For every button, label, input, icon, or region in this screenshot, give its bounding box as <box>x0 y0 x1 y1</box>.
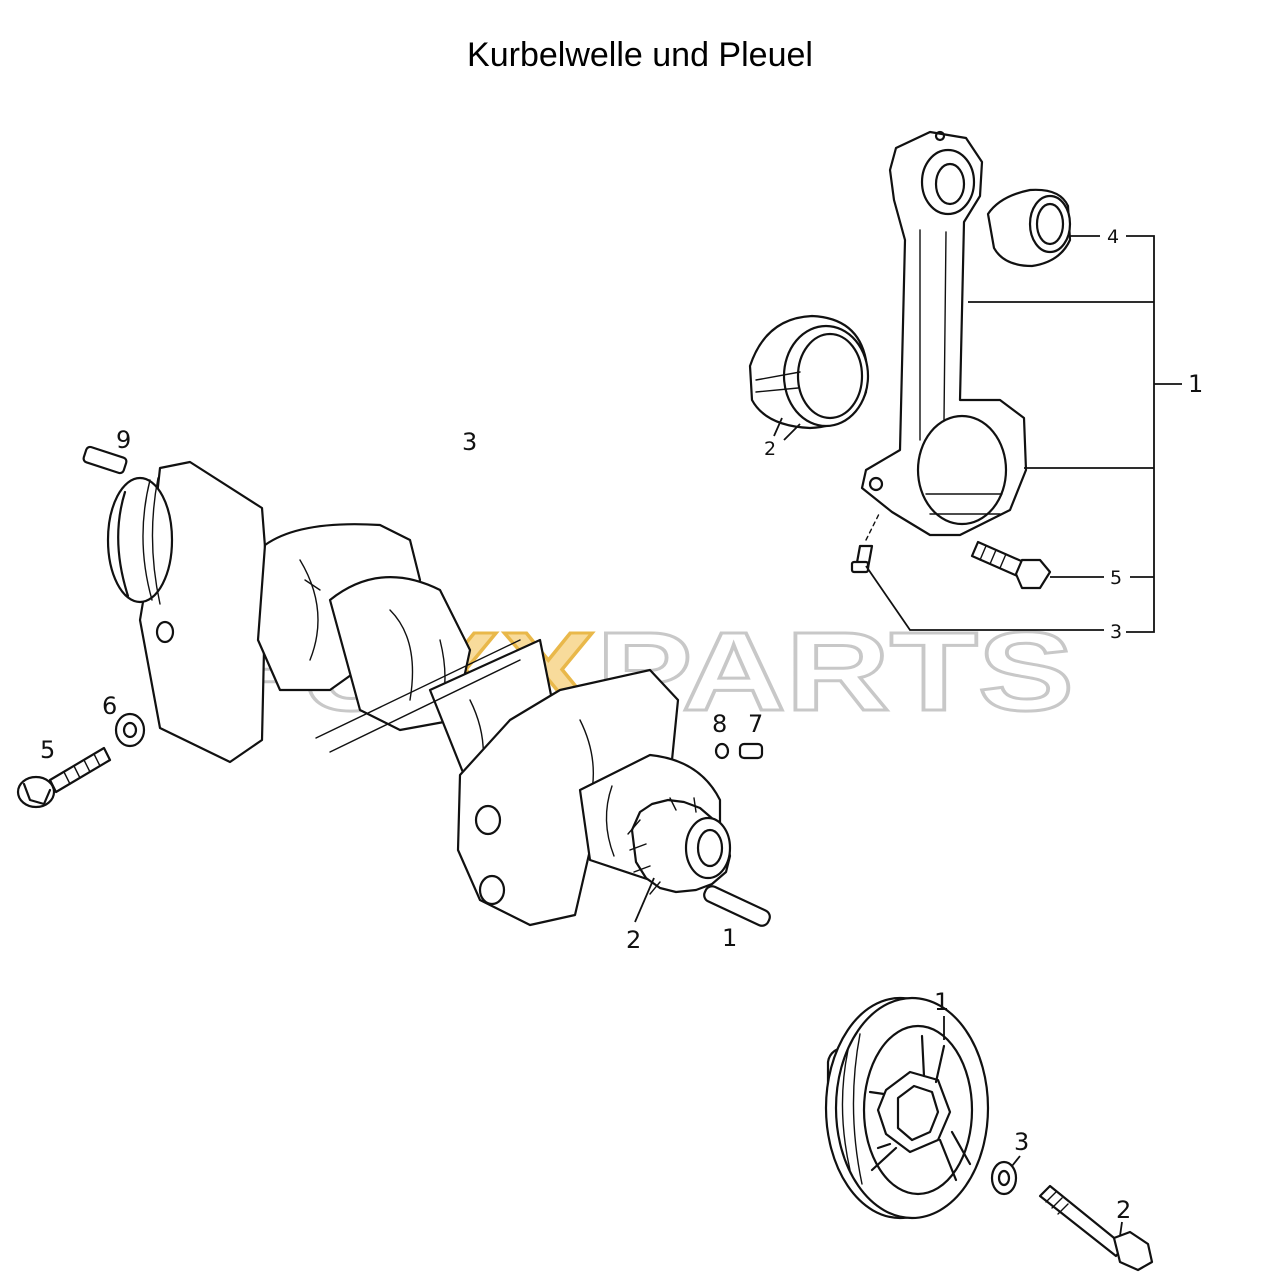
callout-2: 2 <box>1116 1196 1131 1224</box>
callout-6: 6 <box>102 692 117 720</box>
callout-2: 2 <box>626 926 641 954</box>
callout-1: 1 <box>934 988 949 1016</box>
washer-3 <box>990 1160 1018 1196</box>
callout-8: 8 <box>712 710 727 738</box>
part-8 <box>714 742 730 760</box>
callout-7: 7 <box>748 710 763 738</box>
callout-1: 1 <box>1188 370 1203 398</box>
front-journal <box>106 476 174 604</box>
callout-1: 1 <box>722 924 737 952</box>
callout-5: 5 <box>40 736 55 764</box>
washer-6 <box>114 712 146 748</box>
pulley-assembly <box>824 996 1154 1272</box>
pulley-bolt-2 <box>1038 1184 1154 1272</box>
callout-3: 3 <box>1110 621 1122 643</box>
callout-2: 2 <box>764 438 776 460</box>
crankshaft-assembly <box>16 445 771 927</box>
big-end-bore <box>916 414 1008 526</box>
bearing-shells-2 <box>748 314 870 430</box>
small-end-bushing-4 <box>986 188 1072 268</box>
connecting-rod-assembly <box>748 130 1182 633</box>
group-number: 3 <box>462 428 477 456</box>
rod-pin-3 <box>850 511 881 574</box>
callout-3: 3 <box>1014 1128 1029 1156</box>
dowel-pin-9 <box>82 445 128 475</box>
flywheel-bolt-5 <box>16 746 112 809</box>
part-7 <box>738 742 764 760</box>
key-pin-1 <box>703 885 771 927</box>
page-title: Kurbelwelle und Pleuel <box>467 36 813 74</box>
connecting-rod-callouts: 4 1 2 5 3 <box>764 226 1203 643</box>
rod-bolt-5 <box>970 540 1052 590</box>
callout-9: 9 <box>116 426 131 454</box>
callout-4: 4 <box>1107 226 1119 248</box>
pulley-callouts: 1 3 2 <box>934 988 1131 1224</box>
callout-5: 5 <box>1110 567 1122 589</box>
crankshaft-callouts: 3 9 6 5 8 7 2 1 <box>40 426 763 954</box>
